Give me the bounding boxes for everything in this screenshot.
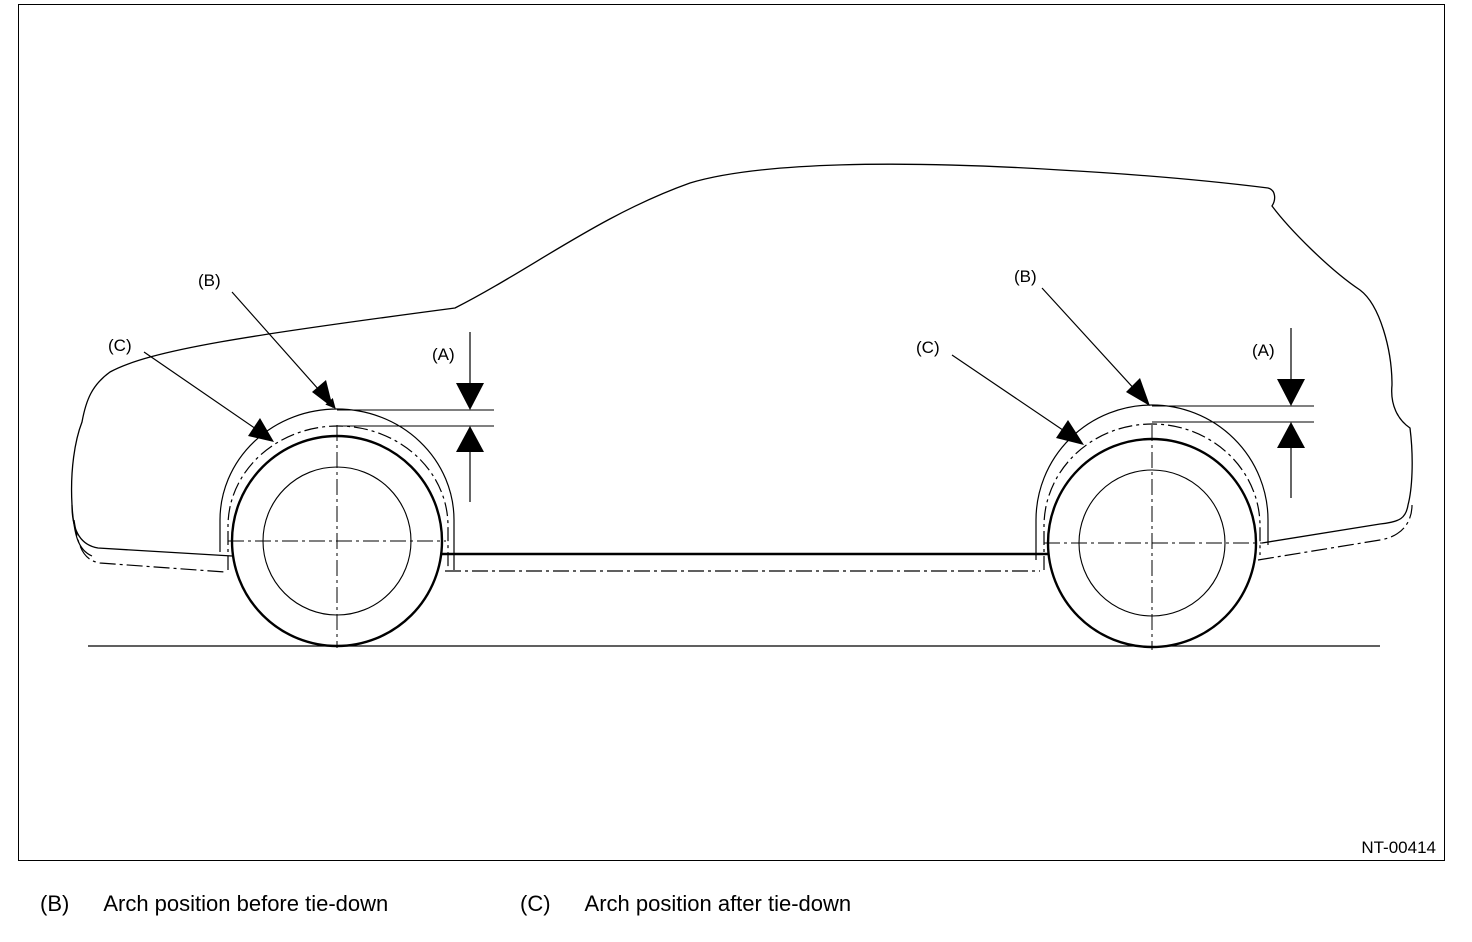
legend-text-b: Arch position before tie-down: [103, 891, 389, 916]
rear-b-leader: [1041, 287, 1149, 405]
rear-label-a: (A): [1252, 341, 1275, 360]
rear-dim-arrow-down-head: [1277, 379, 1305, 406]
front-dim-arrow-up-head: [456, 426, 484, 452]
legend-text-c: Arch position after tie-down: [584, 891, 852, 916]
rear-b-arrowhead: [1126, 378, 1150, 406]
vehicle-body-outline: [70, 163, 1413, 557]
rear-c-leader: [951, 354, 1083, 444]
diagram-frame: [18, 4, 1445, 861]
rear-arch-after: [1043, 423, 1261, 570]
legend-key-c: (C): [520, 891, 551, 916]
body-lowered-line: [73, 504, 1413, 573]
front-arch-before: [219, 408, 455, 570]
legend-item-b: (B) Arch position before tie-down: [40, 891, 388, 917]
front-bumper-lower: [71, 504, 93, 557]
legend-key-b: (B): [40, 891, 70, 916]
legend-item-c: (C) Arch position after tie-down: [520, 891, 851, 917]
front-label-a: (A): [432, 345, 455, 364]
rear-label-c: (C): [916, 338, 940, 357]
rear-label-b: (B): [1014, 267, 1037, 286]
front-dim-arrow-down-head: [456, 383, 484, 410]
front-c-arrowhead: [248, 418, 274, 442]
front-wheel: [219, 408, 455, 648]
front-c-leader: [143, 351, 273, 441]
figure-id-label: NT-00414: [1361, 838, 1436, 857]
rear-dim-arrow-up-head: [1277, 422, 1305, 448]
front-label-b: (B): [198, 271, 221, 290]
front-label-c: (C): [108, 336, 132, 355]
rear-arch-before: [1035, 404, 1269, 560]
front-b-arrowhead: [312, 380, 333, 408]
rear-wheel: [1035, 404, 1269, 650]
rear-c-arrowhead: [1056, 420, 1084, 445]
